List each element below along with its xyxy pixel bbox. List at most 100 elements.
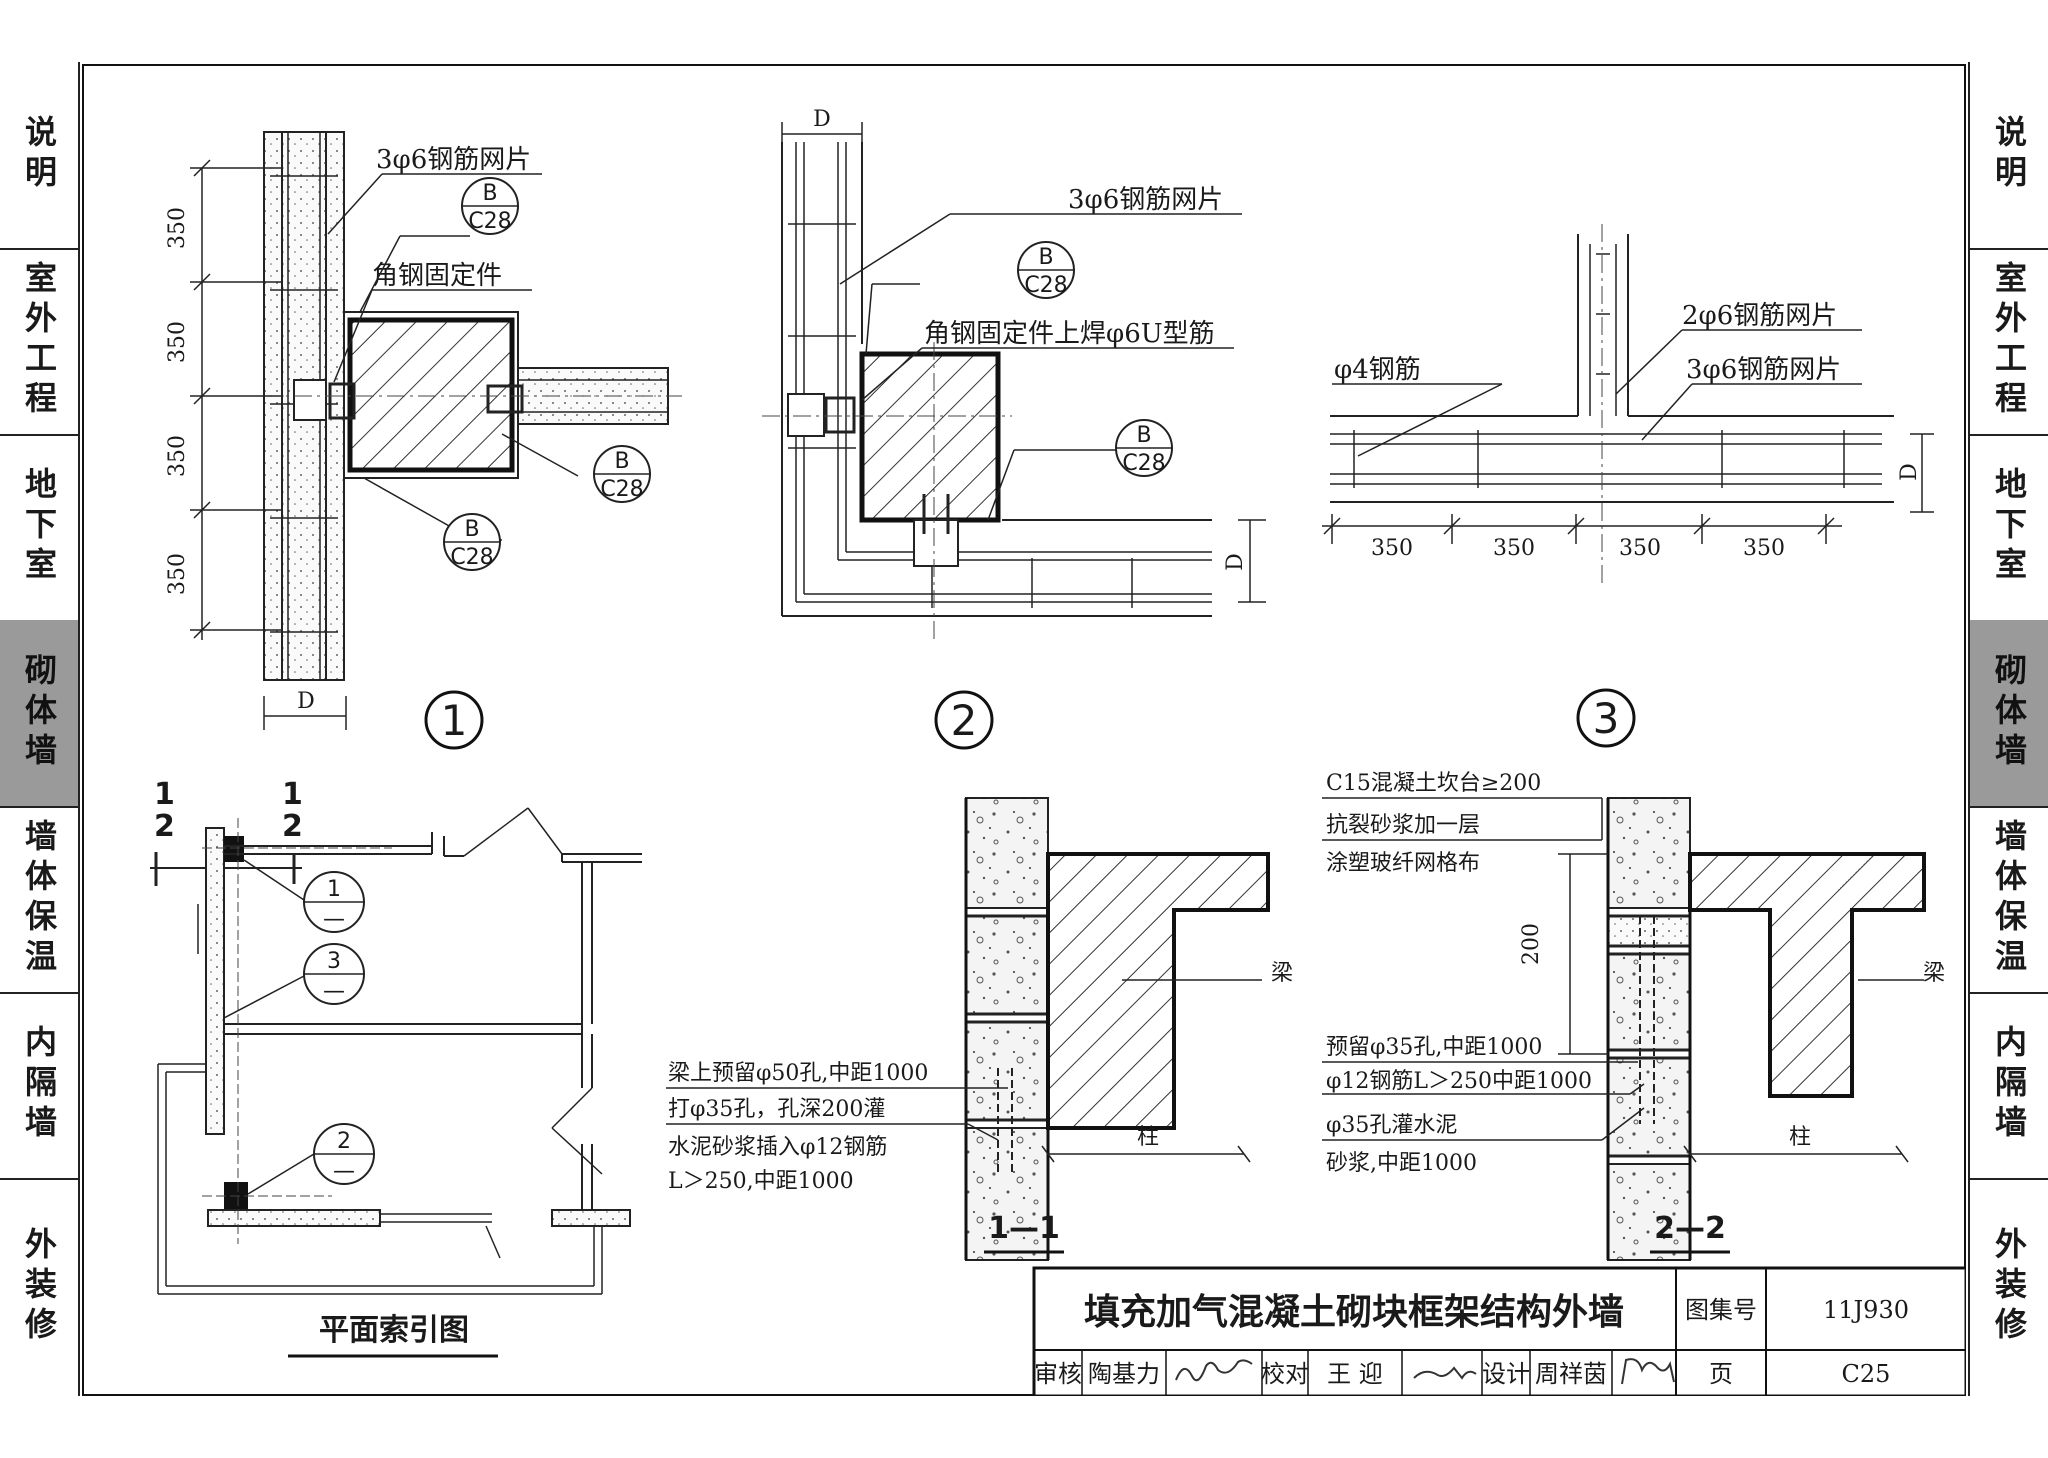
d1-index-top: B C28 [461, 177, 519, 235]
svg-text:—: — [323, 907, 345, 932]
d2-index-right: B C28 [1115, 419, 1173, 477]
tab-basement[interactable]: 地下室 [0, 434, 78, 622]
d1-index-bottom: B C28 [443, 513, 501, 571]
d1-dim-4: 350 [165, 553, 190, 595]
section-2-2: 200 梁 柱 C15混凝土坎台≥200 抗裂砂浆加一层 涂塑玻纤网格布 预留φ… [1322, 771, 1945, 1261]
plan-cut-2: 2 [154, 809, 175, 844]
svg-text:B: B [1136, 423, 1151, 448]
column-d2 [859, 351, 1001, 523]
s22-note2: 抗裂砂浆加一层 [1326, 813, 1480, 838]
tab-wall-insulation[interactable]: 墙体保温 [0, 806, 78, 994]
left-tab-bar: 说明 室外工程 地下室 砌体墙 墙体保温 内隔墙 外装修 [0, 62, 80, 1396]
tab-description[interactable]: 说明 [0, 62, 78, 250]
atlas-number: 11J930 [1823, 1296, 1909, 1324]
d2-index-top: B C28 [1017, 241, 1075, 299]
s22-beam: 梁 [1923, 961, 1945, 986]
designer-signature [1621, 1358, 1675, 1385]
s22-title: 2—2 [1654, 1211, 1726, 1246]
d1-d-label: D [297, 689, 315, 714]
atlas-label: 图集号 [1685, 1296, 1757, 1324]
detail-1-number-circle [424, 690, 484, 750]
s11-column: 柱 [1137, 1125, 1159, 1150]
section-1-1: 梁 柱 梁上预留φ50孔,中距1000 打φ35孔，孔深200灌 水泥砂浆插入φ… [666, 797, 1293, 1261]
tab-wall-insulation-right[interactable]: 墙体保温 [1970, 806, 2048, 994]
plan-index: 1 2 1 2 [150, 777, 642, 1358]
detail-2-number-circle [934, 690, 994, 750]
s11-beam: 梁 [1271, 961, 1293, 986]
column-d1 [347, 317, 515, 473]
d1-index-right: B C28 [593, 445, 651, 503]
tab-outdoor-works-right[interactable]: 室外工程 [1970, 248, 2048, 436]
d3-mesh3-label: 3φ6钢筋网片 [1686, 355, 1841, 385]
s11-title: 1—1 [988, 1211, 1060, 1246]
svg-text:C28: C28 [468, 209, 511, 234]
d2-mesh-label: 3φ6钢筋网片 [1068, 185, 1223, 215]
s11-note2-l3: L＞250,中距1000 [668, 1169, 854, 1194]
s22-note5: φ12钢筋L＞250中距1000 [1326, 1069, 1592, 1094]
s22-note3: 涂塑玻纤网格布 [1326, 851, 1480, 876]
svg-text:B: B [1038, 245, 1053, 270]
reviewer-name: 陶基力 [1088, 1360, 1160, 1388]
svg-text:B: B [482, 181, 497, 206]
s22-dim: 200 [1519, 923, 1544, 965]
s11-note2-l2: 水泥砂浆插入φ12钢筋 [668, 1135, 887, 1160]
title-block-title: 填充加气混凝土砌块框架结构外墙 [1084, 1292, 1624, 1333]
svg-text:C28: C28 [1024, 273, 1067, 298]
svg-text:B: B [614, 449, 629, 474]
d3-dim-3: 350 [1619, 536, 1661, 561]
title-block: 填充加气混凝土砌块框架结构外墙 图集号 11J930 审核 陶基力 校对 王 迎… [1032, 1266, 1966, 1396]
review-label: 审核 [1034, 1360, 1082, 1388]
s22-note4: 预留φ35孔,中距1000 [1326, 1035, 1542, 1060]
plan-ref-3: 3 — [303, 943, 365, 1005]
page-label: 页 [1709, 1360, 1733, 1388]
d3-dim-1: 350 [1371, 536, 1413, 561]
s22-note6: φ35孔灌水泥 [1326, 1113, 1457, 1138]
d3-mesh2-label: 2φ6钢筋网片 [1682, 301, 1837, 331]
design-label: 设计 [1482, 1360, 1530, 1388]
svg-text:C28: C28 [450, 545, 493, 570]
tab-basement-right[interactable]: 地下室 [1970, 434, 2048, 622]
tab-exterior-finish[interactable]: 外装修 [20, 1227, 58, 1347]
right-tab-bar: 说明 室外工程 地下室 砌体墙 墙体保温 内隔墙 外装修 [1968, 62, 2048, 1396]
svg-text:—: — [323, 979, 345, 1004]
tab-partition-wall-right[interactable]: 内隔墙 [1970, 992, 2048, 1180]
s11-note1: 梁上预留φ50孔,中距1000 [668, 1061, 928, 1086]
detail-3-number-circle [1576, 688, 1636, 748]
checker-signature [1413, 1366, 1477, 1380]
d1-dim-1: 350 [165, 207, 190, 249]
d2-d-right-label: D [1223, 553, 1248, 571]
d1-dim-3: 350 [165, 435, 190, 477]
d2-d-top-label: D [813, 107, 831, 132]
d3-dim-2: 350 [1493, 536, 1535, 561]
svg-text:2: 2 [337, 1129, 351, 1154]
page-number: C25 [1842, 1360, 1891, 1388]
tab-partition-wall[interactable]: 内隔墙 [0, 992, 78, 1180]
tab-masonry-wall-right[interactable]: 砌体墙 [1970, 620, 2048, 808]
plan-ref-2: 2 — [313, 1123, 375, 1185]
svg-text:C28: C28 [1122, 451, 1165, 476]
s22-note1: C15混凝土坎台≥200 [1326, 771, 1541, 796]
plan-ref-1: 1 — [303, 871, 365, 933]
s22-column: 柱 [1789, 1125, 1811, 1150]
d2-angle-label: 角钢固定件上焊φ6U型筋 [924, 319, 1215, 349]
svg-text:B: B [464, 517, 479, 542]
detail-2: D D 3φ6钢筋网片 角钢固定件上焊φ6U型筋 B C28 B C28 2 [762, 107, 1266, 750]
d3-d-label: D [1897, 463, 1922, 481]
reviewer-signature [1175, 1359, 1253, 1382]
drawing-sheet: 350 350 350 350 D 3φ6钢筋网片 角钢固定件 B C28 B [82, 64, 1966, 1396]
d3-bar-label: φ4钢筋 [1334, 355, 1421, 385]
checker-name: 王 迎 [1327, 1360, 1383, 1388]
plan-cut-1b: 1 [282, 777, 303, 812]
tab-outdoor-works[interactable]: 室外工程 [0, 248, 78, 436]
tab-description-right[interactable]: 说明 [1970, 62, 2048, 250]
s11-note2-l1: 打φ35孔，孔深200灌 [668, 1097, 885, 1122]
detail-1-number: 1 [441, 696, 468, 745]
svg-text:1: 1 [327, 877, 341, 902]
designer-name: 周祥茵 [1535, 1360, 1607, 1388]
svg-text:—: — [333, 1159, 355, 1184]
d1-dim-2: 350 [165, 321, 190, 363]
check-label: 校对 [1261, 1360, 1309, 1388]
svg-text:C28: C28 [600, 477, 643, 502]
tab-masonry-wall[interactable]: 砌体墙 [0, 620, 78, 808]
tab-exterior-finish-right[interactable]: 外装修 [1990, 1227, 2028, 1347]
